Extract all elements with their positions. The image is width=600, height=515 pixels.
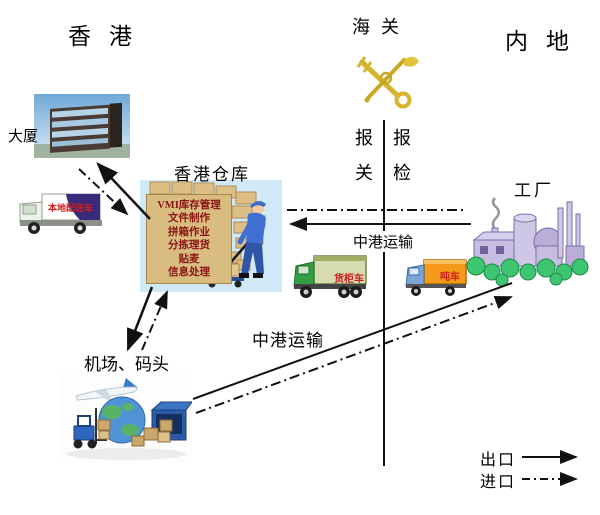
factory-illustration (466, 197, 589, 286)
warehouse-service-item: 贴麦 (178, 253, 200, 265)
warehouse-label: 香港仓库 (174, 165, 250, 184)
region-title-mainland: 内地 (505, 29, 587, 54)
factory-label: 工厂 (514, 181, 554, 200)
building-label: 大厦 (8, 129, 39, 145)
legend-import-label: 进口 (480, 474, 517, 491)
airport-dock-illustration (60, 374, 192, 462)
warehouse-service-item: 拼箱作业 (168, 226, 210, 238)
export-line-long-diagonal (192, 282, 513, 400)
warehouse-service-item: 信息处理 (168, 267, 210, 278)
import-line-airport-to-warehouse (141, 290, 168, 351)
warehouse-illustration: VMI库存管理 文件制作 拼箱作业 分拣理货 贴麦 信息处理 (140, 180, 282, 292)
delivery-truck-illustration (19, 193, 102, 234)
declare-customs-label: 报关 (355, 128, 373, 183)
region-title-hongkong: 香港 (68, 24, 150, 49)
warehouse-service-item: 分拣理货 (168, 240, 210, 251)
export-line-warehouse-to-airport (126, 286, 154, 352)
ton-truck-label: 吨车 (440, 272, 460, 283)
airport-dock-label: 机场、码头 (84, 355, 169, 374)
warehouse-services-panel: VMI库存管理 文件制作 拼箱作业 分拣理货 贴麦 信息处理 (146, 194, 232, 284)
warehouse-service-item: VMI库存管理 (157, 199, 221, 211)
container-truck-label: 货柜车 (334, 274, 364, 285)
import-line-airport-to-factory (195, 295, 513, 414)
china-hk-transport-lower-label: 中港运输 (252, 331, 324, 350)
legend-export-label: 出口 (480, 452, 517, 469)
china-hk-transport-upper-label: 中港运输 (351, 231, 416, 252)
building-illustration (34, 94, 130, 158)
region-title-customs: 海关 (352, 17, 410, 37)
warehouse-service-item: 文件制作 (168, 213, 210, 224)
customs-emblem-icon (356, 56, 419, 109)
delivery-truck-label: 本地配送车 (48, 203, 94, 213)
declare-inspection-label: 报检 (393, 128, 411, 183)
